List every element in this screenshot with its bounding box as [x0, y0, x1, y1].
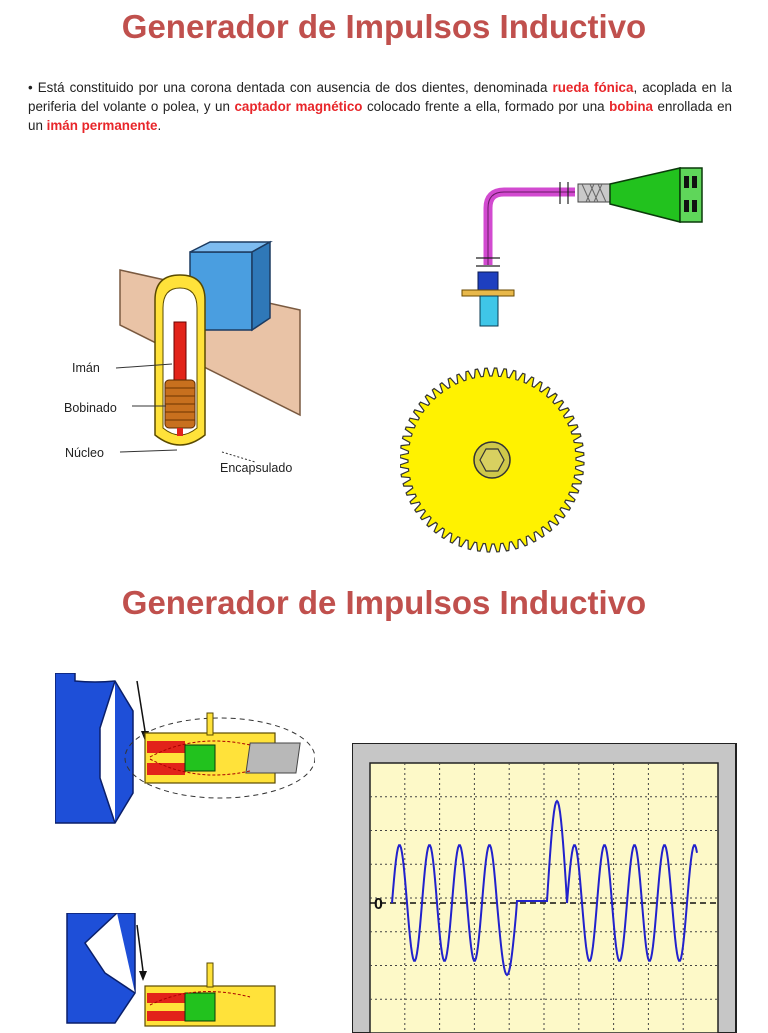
sensor-cutaway-illustration: Imán Bobinado Núcleo Encapsulado [64, 240, 301, 475]
para-text-1: Está constituido por una corona dentada … [32, 80, 553, 95]
para-text-2: , acoplada en la periferia del volante o… [28, 80, 732, 114]
zero-label: 0 [374, 896, 383, 913]
sensor-tooth-diagram-bottom [66, 913, 276, 1027]
para-text-4: enrollada en un [28, 99, 732, 133]
highlight-captador-magnetico: captador magnético [234, 99, 363, 114]
slide-2: Generador de Impulsos Inductivo [0, 568, 768, 1033]
oscilloscope: 0 [352, 743, 737, 1033]
signal-trace [391, 799, 698, 977]
phonic-wheel-illustration [400, 167, 703, 553]
red-magnet [173, 321, 187, 383]
slide-2-title: Generador de Impulsos Inductivo [121, 584, 647, 621]
highlight-bobina: bobina [609, 99, 653, 114]
cable [483, 187, 575, 265]
label-encapsulado: Encapsulado [220, 461, 292, 475]
para-text-5: . [157, 118, 162, 133]
label-nucleo: Núcleo [65, 446, 104, 460]
slide-1-title: Generador de Impulsos Inductivo [121, 8, 647, 45]
slide-1: Generador de Impulsos Inductivo • Está c… [28, 8, 732, 553]
bullet: • [28, 80, 33, 95]
para-text-3: colocado frente a ella, formado por una [362, 99, 610, 114]
description-paragraph: • Está constituido por una corona dentad… [28, 78, 732, 135]
sensor-tooth-diagram-top [55, 673, 315, 824]
green-connector [609, 167, 681, 223]
highlight-iman-permanente: imán permanente [46, 118, 158, 133]
label-bobinado: Bobinado [64, 401, 117, 415]
label-iman: Imán [72, 361, 100, 375]
sensor-tip [479, 295, 499, 327]
highlight-rueda-fonica: rueda fónica [552, 80, 634, 95]
